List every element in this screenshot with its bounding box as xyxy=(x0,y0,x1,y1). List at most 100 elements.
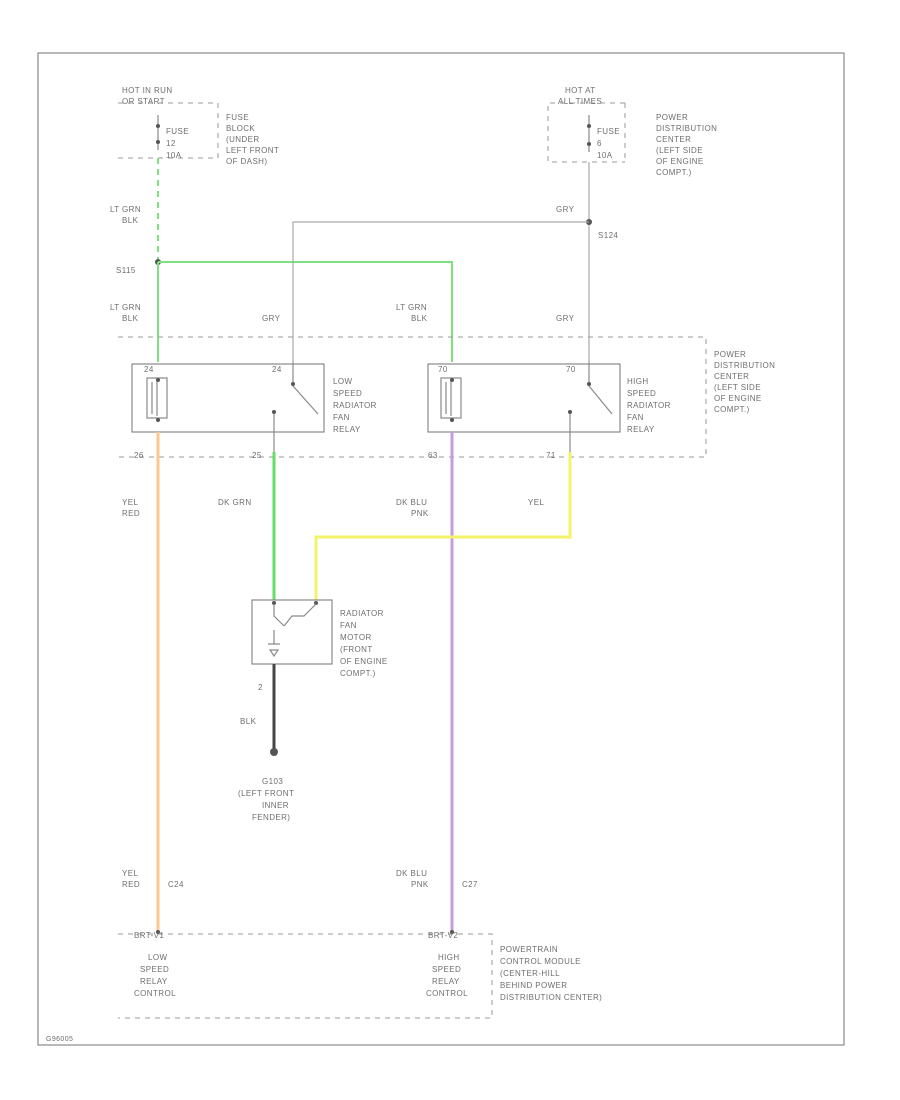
wire-label-blk-top: BLK xyxy=(122,216,139,225)
hot-in-run-label-line1: HOT IN RUN xyxy=(122,86,173,95)
pdc-location-6: COMPT.) xyxy=(714,405,750,414)
wire-label-yel-bot: YEL xyxy=(122,869,138,878)
wire-label-gry-top: GRY xyxy=(556,205,575,214)
high-speed-relay: 70 70 63 71 HIGH SPEED RADIATOR FAN RELA… xyxy=(427,362,670,460)
pcm-location-5: DISTRIBUTION CENTER) xyxy=(500,993,602,1002)
wire-label-yel-mid: YEL xyxy=(122,498,138,507)
high-ctrl-4: CONTROL xyxy=(426,989,468,998)
wire-label-yel: YEL xyxy=(528,498,544,507)
fuse-pdc-right-location-5: OF ENGINE xyxy=(656,157,704,166)
high-ctrl-2: SPEED xyxy=(432,965,461,974)
motor-switch-symbol xyxy=(273,603,317,627)
wire-label-gry-mid-left: GRY xyxy=(262,314,281,323)
pcm-connector-c27: C27 xyxy=(462,880,478,889)
fuse-block-left-location-5: OF DASH) xyxy=(226,157,267,166)
motor-label-6: COMPT.) xyxy=(340,669,376,678)
fuse-pdc-right-location-1: POWER xyxy=(656,113,688,122)
motor-label-4: (FRONT xyxy=(340,645,373,654)
low-relay-label-1: LOW xyxy=(333,377,352,386)
diagram-frame xyxy=(37,52,845,1046)
motor-label-1: RADIATOR xyxy=(340,609,384,618)
fuse-pdc-right-location-4: (LEFT SIDE xyxy=(656,146,703,155)
low-ctrl-4: CONTROL xyxy=(134,989,176,998)
low-ctrl-1: LOW xyxy=(148,953,167,962)
wire-label-dk-blu-bot: DK BLU xyxy=(396,869,427,878)
pcm-location-1: POWERTRAIN xyxy=(500,945,558,954)
low-ctrl-3: RELAY xyxy=(140,977,168,986)
hot-in-run-label-line2: OR START xyxy=(122,97,165,106)
pcm-location-4: BEHIND POWER xyxy=(500,981,567,990)
fuse-block-left-location-4: LEFT FRONT xyxy=(226,146,279,155)
low-relay-switch-contact xyxy=(292,385,319,415)
wire-label-lt-grn-left: LT GRN xyxy=(110,303,141,312)
fuse-block-left-location-2: BLOCK xyxy=(226,124,255,133)
low-relay-pin-top-right: 24 xyxy=(272,365,282,374)
splice-s115-label: S115 xyxy=(116,266,136,275)
ground-label-2: (LEFT FRONT xyxy=(238,789,294,798)
low-speed-relay: 24 24 26 25 LOW SPEED RADIATOR FAN RELAY xyxy=(131,362,377,460)
wire-label-red-bot: RED xyxy=(122,880,140,889)
low-relay-coil xyxy=(146,377,168,419)
high-relay-coil xyxy=(440,377,462,419)
high-relay-pin-top-left: 70 xyxy=(438,365,448,374)
pcm-connector-c24: C24 xyxy=(168,880,184,889)
wire-label-pnk-mid: PNK xyxy=(411,509,429,518)
fuse-12-terminal-bottom xyxy=(156,140,160,144)
fuse-12-terminal-top xyxy=(156,124,160,128)
low-relay-label-2: SPEED xyxy=(333,389,362,398)
wire-lt-grn-splice-branch xyxy=(158,261,453,362)
wire-label-pnk-bot: PNK xyxy=(411,880,429,889)
low-relay-pin-bot-right: 25 xyxy=(252,451,262,460)
fuse-pdc-right-location-2: DISTRIBUTION xyxy=(656,124,717,133)
powertrain-control-module: BRT-V1 BRT-V2 LOW SPEED RELAY CONTROL HI… xyxy=(118,930,602,1019)
high-relay-pin-bot-right: 71 xyxy=(546,451,556,460)
low-relay-label-5: RELAY xyxy=(333,425,361,434)
pdc-location-1: POWER xyxy=(714,350,746,359)
fuse-6-label: FUSE xyxy=(597,127,620,136)
wire-label-blk: BLK xyxy=(240,717,257,726)
motor-pin-2: 2 xyxy=(258,683,263,692)
fuse-block-left: HOT IN RUN OR START FUSE 12 10A FUSE BLO… xyxy=(118,86,279,166)
fuse-6-terminal-bottom xyxy=(587,142,591,146)
fuse-12-label: FUSE xyxy=(166,127,189,136)
high-ctrl-1: HIGH xyxy=(438,953,460,962)
wire-yel xyxy=(314,452,572,600)
low-ctrl-2: SPEED xyxy=(140,965,169,974)
pdc-location-2: DISTRIBUTION xyxy=(714,361,775,370)
low-relay-pin-top-left: 24 xyxy=(144,365,154,374)
motor-label-2: FAN xyxy=(340,621,357,630)
pcm-location-3: (CENTER-HILL xyxy=(500,969,560,978)
pcm-pin-right: BRT-V2 xyxy=(428,931,458,940)
fuse-pdc-right: HOT AT ALL TIMES FUSE 6 10A POWER DISTRI… xyxy=(547,86,717,177)
wire-gry-to-low-relay xyxy=(292,221,589,362)
low-relay-pin-bot-left: 26 xyxy=(134,451,144,460)
splice-s124-label: S124 xyxy=(598,231,618,240)
ground-label-1: G103 xyxy=(262,777,283,786)
high-relay-label-4: FAN xyxy=(627,413,644,422)
fuse-12-number: 12 xyxy=(166,139,176,148)
motor-label-5: OF ENGINE xyxy=(340,657,388,666)
high-relay-switch-contact xyxy=(588,385,613,415)
high-ctrl-3: RELAY xyxy=(432,977,460,986)
fuse-pdc-right-location-6: COMPT.) xyxy=(656,168,692,177)
pcm-location-2: CONTROL MODULE xyxy=(500,957,581,966)
fuse-6-number: 6 xyxy=(597,139,602,148)
wire-label-lt-grn-right: LT GRN xyxy=(396,303,427,312)
motor-label-3: MOTOR xyxy=(340,633,372,642)
low-relay-label-3: RADIATOR xyxy=(333,401,377,410)
hot-at-all-times-line1: HOT AT xyxy=(565,86,596,95)
high-relay-label-2: SPEED xyxy=(627,389,656,398)
fuse-pdc-right-location-3: CENTER xyxy=(656,135,691,144)
high-relay-label-5: RELAY xyxy=(627,425,655,434)
ground-g103-point xyxy=(270,748,278,756)
pdc-location-5: OF ENGINE xyxy=(714,394,762,403)
high-relay-pin-bot-left: 63 xyxy=(428,451,438,460)
power-distribution-center: POWER DISTRIBUTION CENTER (LEFT SIDE OF … xyxy=(118,336,775,458)
wire-label-dk-blu-mid: DK BLU xyxy=(396,498,427,507)
fuse-block-left-location-1: FUSE xyxy=(226,113,249,122)
pdc-location-3: CENTER xyxy=(714,372,749,381)
ground-label-3: INNER xyxy=(262,801,289,810)
wire-label-gry-mid-right: GRY xyxy=(556,314,575,323)
high-relay-pin-top-right: 70 xyxy=(566,365,576,374)
